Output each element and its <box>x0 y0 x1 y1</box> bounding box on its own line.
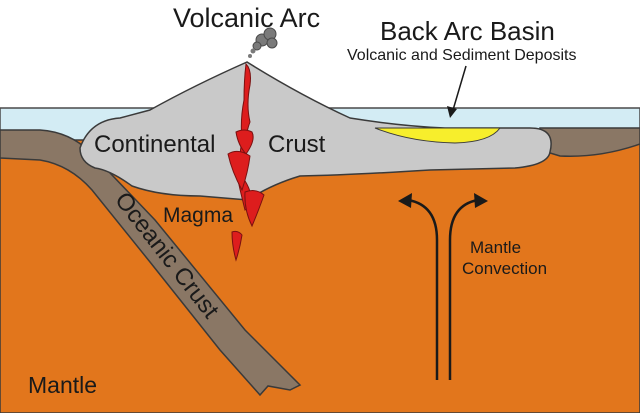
magma-blob-3 <box>244 190 265 228</box>
sediment-deposit <box>374 127 501 144</box>
label-back-arc-basin: Back Arc Basin <box>380 16 555 46</box>
magma-blob-4 <box>231 230 243 262</box>
label-crust: Crust <box>268 131 326 158</box>
oceanic-crust-slab <box>0 129 302 397</box>
label-mantle: Mantle <box>28 372 97 398</box>
label-back-arc-subtitle: Volcanic and Sediment Deposits <box>347 47 576 64</box>
pointer-arrow <box>452 65 467 111</box>
label-magma: Magma <box>163 204 233 227</box>
pointer-arrowhead <box>447 106 457 118</box>
convection-arrowhead-right <box>474 193 488 208</box>
convection-arrow-icon <box>407 198 479 380</box>
label-mantle-convection-2: Convection <box>462 259 547 278</box>
label-volcanic-arc: Volcanic Arc <box>173 3 320 33</box>
label-continental: Continental <box>94 131 215 158</box>
magma-blob-1 <box>235 129 254 155</box>
magma-blob-2 <box>227 150 251 192</box>
ash-cloud-icon <box>248 27 278 58</box>
continental-crust <box>79 61 552 201</box>
label-mantle-convection-1: Mantle <box>470 238 521 257</box>
convection-arrowhead-left <box>398 193 412 208</box>
